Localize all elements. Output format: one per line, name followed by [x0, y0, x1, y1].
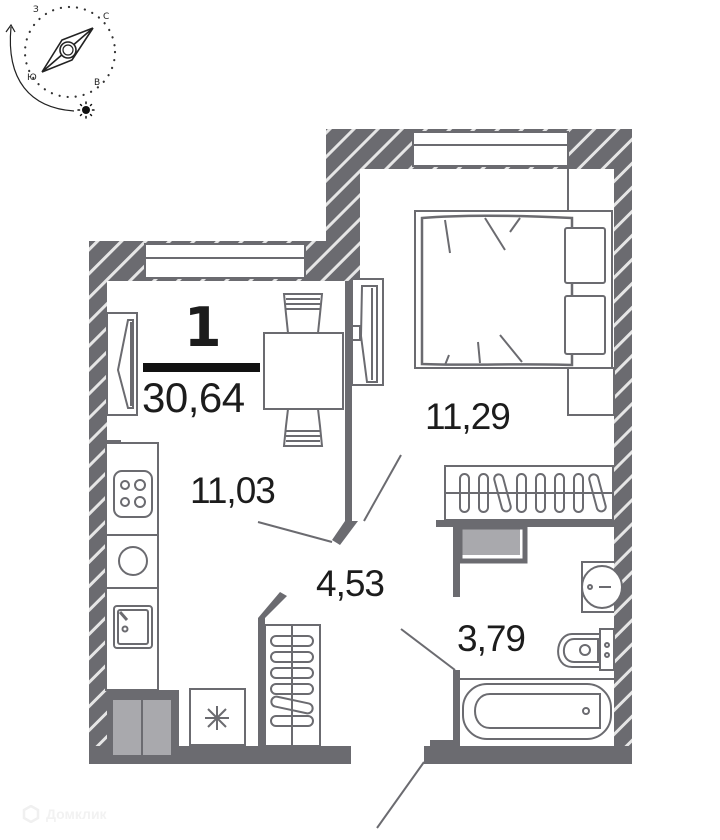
- door-bedroom: [363, 454, 402, 522]
- shelf-fixture: [460, 527, 520, 555]
- rooms-count: 1: [184, 296, 222, 359]
- window-kitchen: [144, 243, 306, 279]
- total-divider: [143, 363, 260, 372]
- compass-north-label: С: [103, 12, 110, 22]
- boiler-icon: [189, 688, 246, 746]
- compass-west-label: З: [33, 5, 39, 15]
- sun-icon: [77, 101, 95, 119]
- window-bedroom: [412, 131, 569, 167]
- total-area: 30,64: [142, 374, 245, 421]
- area-bathroom: 3,79: [457, 618, 526, 659]
- door-entrance: [376, 761, 425, 829]
- tv-bedroom-icon: [351, 278, 384, 386]
- bed-icon: [414, 169, 615, 416]
- doors: [257, 454, 456, 829]
- kitchen-sink-icon: [113, 605, 153, 649]
- tv-kitchen-icon: [106, 312, 138, 416]
- compass: [5, 5, 117, 119]
- door-kitchen: [257, 521, 333, 543]
- area-kitchen-living: 11,03: [190, 470, 276, 511]
- dishwasher-icon: [118, 546, 148, 576]
- toilet-icon: [557, 628, 615, 671]
- compass-east-label: В: [94, 78, 101, 88]
- stove-icon: [113, 470, 153, 518]
- wardrobe-icon: [264, 624, 321, 747]
- radiator-icon: [444, 465, 614, 521]
- door-bathroom: [400, 628, 456, 671]
- domclick-logo-icon: [22, 805, 40, 823]
- area-hallway: 4,53: [316, 563, 385, 604]
- bathtub-icon: [460, 678, 614, 740]
- watermark-text: Домклик: [46, 806, 107, 822]
- kitchen-counter: [105, 442, 159, 691]
- area-bedroom: 11,29: [425, 396, 511, 437]
- compass-south-label: Ю: [27, 73, 37, 83]
- rotation-arrow-icon: [9, 26, 75, 112]
- washbasin-icon: [581, 561, 623, 613]
- dining-table-icon: [263, 293, 344, 447]
- watermark: Домклик: [22, 805, 107, 823]
